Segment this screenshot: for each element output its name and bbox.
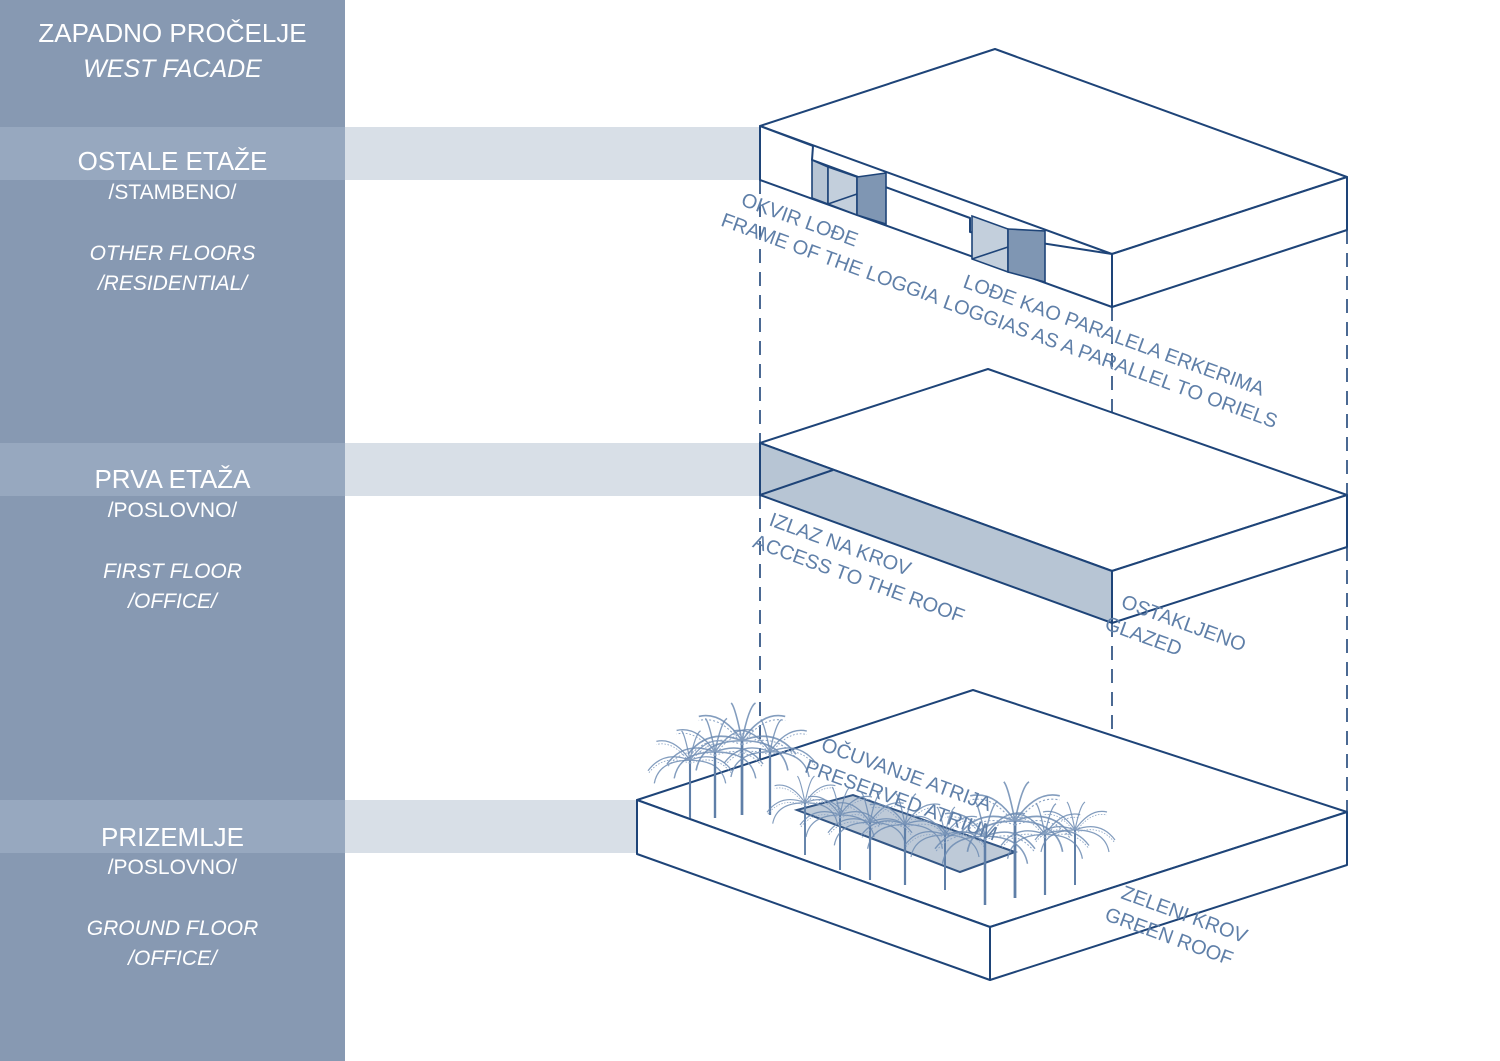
section-use-en-first-floor: /OFFICE/ bbox=[128, 590, 217, 613]
section-use-other-floors: /STAMBENO/ bbox=[108, 181, 237, 204]
block-other-floors bbox=[759, 48, 1348, 308]
section-name-en-first-floor: FIRST FLOOR bbox=[103, 560, 242, 583]
diagram-title: ZAPADNO PROČELJE bbox=[38, 18, 307, 48]
band-connector-other-floors bbox=[345, 127, 760, 180]
section-name-en-ground-floor: GROUND FLOOR bbox=[86, 917, 259, 940]
section-name-ground-floor: PRIZEMLJE bbox=[100, 822, 245, 852]
legend-band-first-floor bbox=[0, 443, 345, 496]
band-connector-first-floor bbox=[345, 443, 760, 496]
loggia-1-side bbox=[811, 158, 829, 206]
section-name-other-floors: OSTALE ETAŽE bbox=[77, 146, 268, 176]
band-connector-ground-floor bbox=[345, 800, 637, 853]
block-ground-floor bbox=[636, 689, 1348, 981]
loggia-2-frame bbox=[1007, 228, 1046, 284]
loggia-2-back bbox=[971, 214, 1009, 274]
loggia-1-frame bbox=[856, 172, 887, 226]
roof-access-edge bbox=[759, 469, 834, 496]
section-name-first-floor: PRVA ETAŽA bbox=[94, 464, 251, 494]
glazed-facade bbox=[759, 441, 1113, 625]
section-use-ground-floor: /POSLOVNO/ bbox=[107, 856, 238, 879]
legend-band-other-floors bbox=[0, 127, 345, 180]
section-use-first-floor: /POSLOVNO/ bbox=[107, 499, 238, 522]
section-use-en-other-floors: /RESIDENTIAL/ bbox=[97, 272, 248, 295]
section-use-en-ground-floor: /OFFICE/ bbox=[128, 947, 217, 970]
legend-band-ground-floor bbox=[0, 800, 345, 853]
block-first-floor bbox=[759, 368, 1348, 625]
section-name-en-other-floors: OTHER FLOORS bbox=[89, 242, 256, 265]
diagram-subtitle: WEST FACADE bbox=[83, 55, 262, 83]
block-front-face bbox=[636, 799, 991, 981]
